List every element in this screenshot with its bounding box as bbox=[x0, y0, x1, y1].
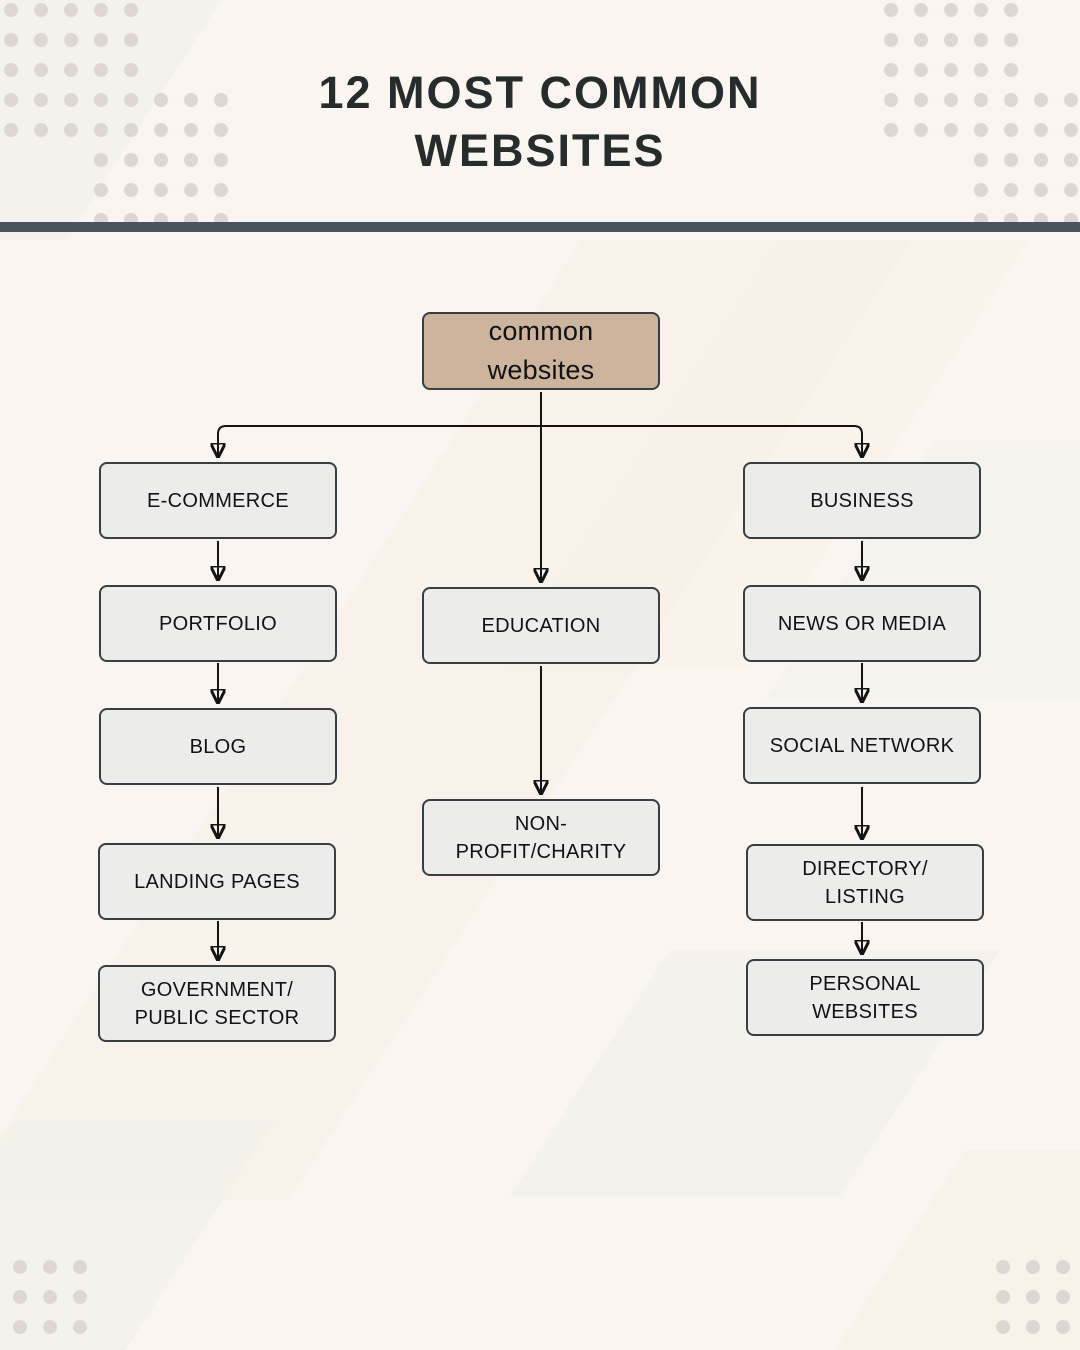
node-news-or-media: NEWS OR MEDIA bbox=[743, 585, 981, 662]
node-landing-pages: LANDING PAGES bbox=[98, 843, 336, 920]
header-divider bbox=[0, 222, 1080, 232]
connector-root-to-business bbox=[541, 425, 862, 455]
dot-pattern-bottom-right bbox=[988, 1252, 1078, 1342]
node-government-public-sector: GOVERNMENT/ PUBLIC SECTOR bbox=[98, 965, 336, 1042]
node-education: EDUCATION bbox=[422, 587, 660, 664]
node-non-profit-charity: NON- PROFIT/CHARITY bbox=[422, 799, 660, 876]
node-blog: BLOG bbox=[99, 708, 337, 785]
node-business: BUSINESS bbox=[743, 462, 981, 539]
page-title: 12 MOST COMMON WEBSITES bbox=[318, 67, 762, 176]
node-personal-websites: PERSONAL WEBSITES bbox=[746, 959, 984, 1036]
node-directory-listing: DIRECTORY/ LISTING bbox=[746, 844, 984, 921]
node-portfolio: PORTFOLIO bbox=[99, 585, 337, 662]
background-band bbox=[835, 1150, 1080, 1350]
node-social-network: SOCIAL NETWORK bbox=[743, 707, 981, 784]
dot-pattern-bottom-left bbox=[5, 1252, 95, 1342]
background-band bbox=[0, 1120, 275, 1350]
node-e-commerce: E-COMMERCE bbox=[99, 462, 337, 539]
connector-root-to-e-commerce bbox=[218, 425, 541, 455]
node-common-websites: common websites bbox=[422, 312, 660, 390]
